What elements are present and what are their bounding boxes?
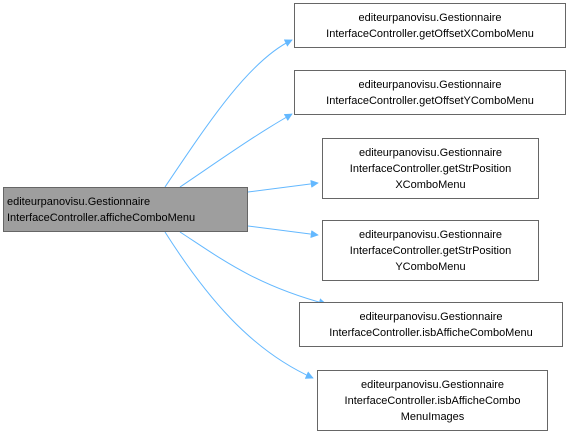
node-label-line: editeurpanovisu.Gestionnaire xyxy=(359,310,503,323)
node-label-line: InterfaceController.getStrPosition xyxy=(349,162,512,175)
edge-to-getoffsetx xyxy=(164,39,293,188)
node-label-line: YComboMenu xyxy=(395,260,466,273)
node-label-line: InterfaceController.isbAfficheCombo xyxy=(344,394,521,407)
node-getstrpositionycombomenu[interactable]: editeurpanovisu.Gestionnaire InterfaceCo… xyxy=(322,220,539,281)
node-label-line: editeurpanovisu.Gestionnaire xyxy=(358,11,502,24)
node-getoffsetxcombomenu[interactable]: editeurpanovisu.Gestionnaire InterfaceCo… xyxy=(294,3,566,48)
node-label-line: editeurpanovisu.Gestionnaire xyxy=(358,78,502,91)
node-label-line: editeurpanovisu.Gestionnaire xyxy=(360,378,505,391)
node-label-line: editeurpanovisu.Gestionnaire xyxy=(358,146,503,159)
node-getoffsetycombomenu[interactable]: editeurpanovisu.Gestionnaire InterfaceCo… xyxy=(294,70,566,115)
edge-to-isbaffichecombomenu xyxy=(179,231,327,307)
node-getstrpositionxcombomenu[interactable]: editeurpanovisu.Gestionnaire InterfaceCo… xyxy=(322,138,539,199)
node-label-line: MenuImages xyxy=(400,410,465,423)
edge-to-getoffsety xyxy=(179,113,293,188)
node-label-line: InterfaceController.getOffsetYComboMenu xyxy=(326,94,534,107)
node-label-line: editeurpanovisu.Gestionnaire xyxy=(7,195,151,208)
edge-to-isbaffichecombomenuimages xyxy=(164,231,314,379)
node-label-line: editeurpanovisu.Gestionnaire xyxy=(358,228,503,241)
edge-to-getstrpositionx xyxy=(247,179,319,193)
node-isbaffichecombomenuimages[interactable]: editeurpanovisu.Gestionnaire InterfaceCo… xyxy=(317,370,548,431)
node-label-line: InterfaceController.getOffsetXComboMenu xyxy=(326,27,534,40)
node-label-line: InterfaceController.afficheComboMenu xyxy=(7,211,196,224)
node-affichecombomenu[interactable]: editeurpanovisu.Gestionnaire InterfaceCo… xyxy=(3,187,248,232)
node-isbaffichecombomenu[interactable]: editeurpanovisu.Gestionnaire InterfaceCo… xyxy=(299,302,563,347)
node-label-line: InterfaceController.isbAfficheComboMenu xyxy=(329,326,533,339)
edge-to-getstrpositiony xyxy=(247,225,319,239)
node-label-line: XComboMenu xyxy=(395,178,466,191)
node-label-line: InterfaceController.getStrPosition xyxy=(349,244,512,257)
